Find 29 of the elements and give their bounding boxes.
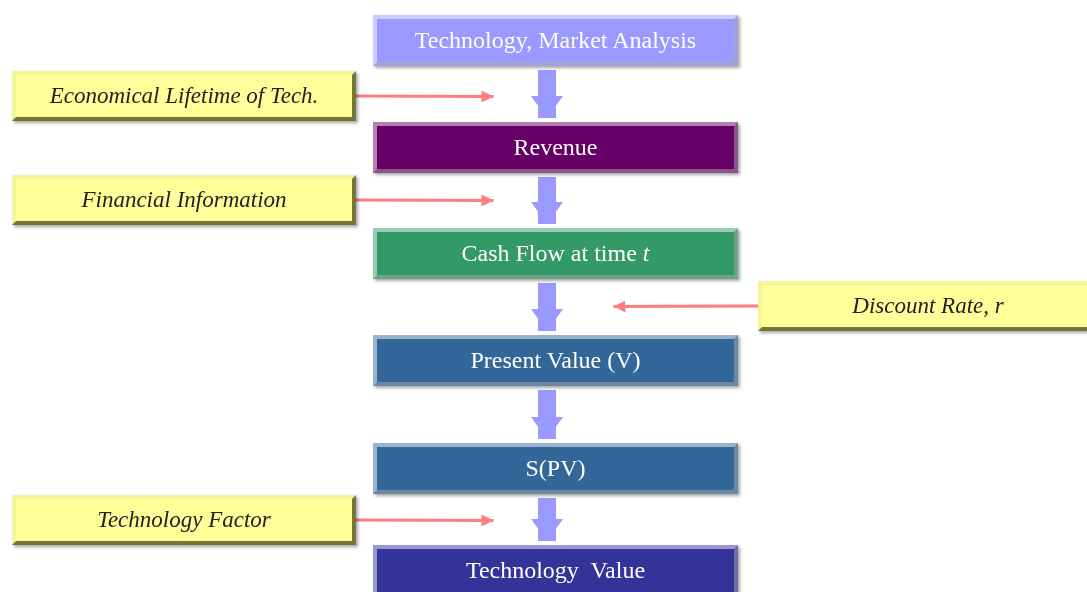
node-label: Economical Lifetime of Tech.	[49, 83, 319, 109]
arrow	[356, 194, 494, 207]
process-box	[373, 15, 738, 66]
node-label: S(PV)	[525, 455, 586, 482]
process-box	[373, 443, 738, 494]
node-label: Revenue	[513, 134, 598, 161]
input-box	[12, 71, 356, 121]
node-label: Technology Value	[465, 557, 646, 584]
node-label: Technology Factor	[97, 507, 271, 533]
node-label: Financial Information	[81, 187, 287, 213]
block-arrow	[531, 390, 563, 439]
node-label: Cash Flow at time t	[461, 240, 650, 267]
input-box	[12, 175, 356, 225]
block-arrow	[531, 283, 563, 331]
process-box	[373, 335, 738, 386]
block-arrow	[531, 498, 563, 541]
node-label: Present Value (V)	[470, 347, 641, 374]
node-label: Discount Rate, r	[852, 293, 1004, 319]
input-box	[12, 495, 356, 545]
arrow	[356, 514, 494, 527]
process-box	[373, 545, 738, 592]
block-arrow	[531, 177, 563, 224]
input-box	[758, 281, 1087, 331]
node-label: Technology, Market Analysis	[414, 27, 697, 54]
block-arrow	[531, 70, 563, 118]
process-box	[373, 122, 738, 173]
process-box	[373, 228, 738, 279]
arrow	[356, 90, 494, 103]
arrow	[613, 300, 758, 313]
